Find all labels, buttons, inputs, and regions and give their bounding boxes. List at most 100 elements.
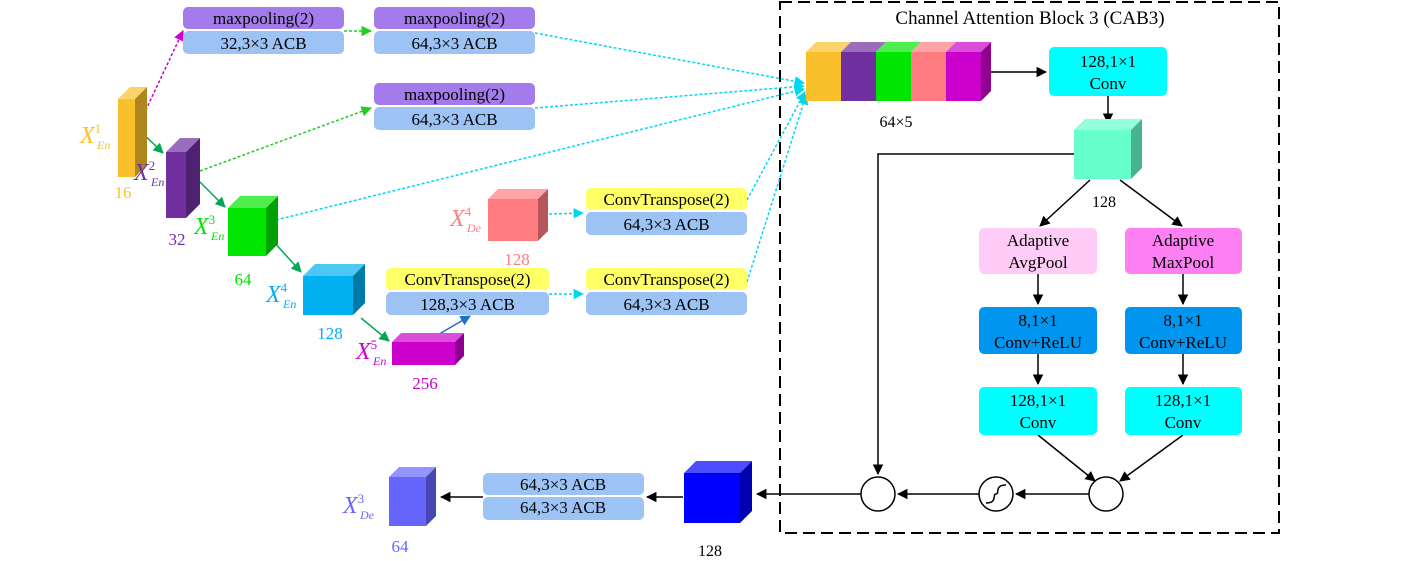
concat-slice-1 [806, 52, 841, 101]
cube-x1-en-top [118, 87, 147, 99]
relu-box-left [979, 307, 1097, 354]
label-x5-en-sup: 5 [371, 337, 378, 352]
maxpool-box [1125, 228, 1242, 274]
cube-x1-en-side [135, 87, 147, 177]
channels-x3-en: 64 [235, 270, 253, 289]
concat-side [981, 42, 991, 101]
conv128-left-text-2: Conv [1020, 413, 1057, 432]
op-pool-acb64-a-bottom [374, 31, 535, 54]
cube-x3-de [389, 467, 436, 526]
label-x4-de-base: X [449, 206, 466, 232]
label-x4-de-sup: 4 [465, 204, 472, 219]
label-x2-en-base: X [133, 160, 150, 186]
cube-feat128 [1074, 119, 1142, 179]
label-x3-en-sub: En [210, 229, 224, 243]
cube-x3-de-top [389, 467, 436, 477]
op-pool-acb64-a-top-text: maxpooling(2) [404, 9, 505, 28]
arrow-x1-pool [134, 30, 184, 134]
cube-x4-de-top [488, 189, 548, 199]
concat-slice-top-1 [806, 42, 851, 52]
cube-x4-en-side [353, 264, 365, 315]
relu-box-right [1125, 307, 1242, 354]
cube-x5-en-side [455, 333, 464, 365]
feat128-label: 128 [1092, 194, 1116, 211]
op-convt-acb128-bottom-text: 128,3×3 ACB [420, 295, 515, 314]
label-x3-en-base: X [193, 214, 210, 240]
concat-slice-top-2 [841, 42, 886, 52]
label-x4-en-sub: En [282, 297, 296, 311]
cube-x5-en-top [392, 333, 464, 342]
cube-x2-en-top [166, 138, 200, 152]
cube-x5-en [392, 333, 464, 365]
cube-feat128-side [1131, 119, 1142, 179]
cube-x1-en [118, 87, 147, 177]
concat-slice-top-5 [946, 42, 991, 52]
conv128-left-box [979, 387, 1097, 435]
label-x4-en-sup: 4 [281, 280, 288, 295]
skip-1 [534, 32, 806, 87]
label-x1-en-sub: En [96, 138, 110, 152]
concat-slice-3 [876, 52, 911, 101]
op-convt-acb64-a-top-text: ConvTranspose(2) [604, 190, 730, 209]
skip-4 [746, 91, 806, 201]
maxpool-text-1: Adaptive [1152, 231, 1214, 250]
cube-x3-en-side [266, 196, 278, 256]
op-convt-acb64-b-top-text: ConvTranspose(2) [604, 270, 730, 289]
cube-x2-en-front [166, 152, 186, 218]
channels-x3-de: 64 [392, 537, 410, 556]
op-convt-acb64-a-bottom-text: 64,3×3 ACB [623, 215, 709, 234]
concat-slice-top-4 [911, 42, 956, 52]
label-x5-en-sub: En [372, 354, 386, 368]
label-x3-en-sup: 3 [209, 212, 216, 227]
multiply-icon [860, 476, 896, 512]
conv128-right-text-1: 128,1×1 [1155, 391, 1211, 410]
label-x2-en-sub: En [150, 175, 164, 189]
channels-x4-de: 128 [504, 250, 530, 269]
cube-x4-de-side [538, 189, 548, 241]
concat-slice-top-3 [876, 42, 921, 52]
conv128-left-text-1: 128,1×1 [1010, 391, 1066, 410]
conv128-top-box [1049, 47, 1167, 96]
op-convt-acb128-top-text: ConvTranspose(2) [405, 270, 531, 289]
conv128-right-text-2: Conv [1165, 413, 1202, 432]
op-pool-acb64-a-top [374, 7, 535, 29]
op-pool-acb32-top-text: maxpooling(2) [213, 9, 314, 28]
cube-x5-en-front [392, 342, 455, 365]
op-convt-acb64-a-top [586, 188, 747, 210]
op-pool-acb64-a-bottom-text: 64,3×3 ACB [411, 34, 497, 53]
concat-slice-2 [841, 52, 876, 101]
cube-x1-en-front [118, 99, 135, 177]
conv128-right-box [1125, 387, 1242, 435]
label-x3-de-sub: De [359, 508, 375, 522]
arrow-xde4-convt [548, 208, 585, 219]
cube-x3-en-top [228, 196, 278, 208]
label-x4-de-sub: De [466, 221, 482, 235]
channels-x5-en: 256 [412, 374, 438, 393]
cube-x4-en-front [303, 276, 353, 315]
channels-x4-en: 128 [317, 324, 343, 343]
arrow-x2-x3 [199, 181, 226, 208]
maxpool-text-2: MaxPool [1152, 253, 1215, 272]
label-x1-en-base: X [79, 123, 96, 149]
arrow-conv-add-left [1037, 434, 1096, 482]
cube-feat128-top [1074, 119, 1142, 130]
cube-x4-de [488, 189, 548, 241]
out-acb-bottom-text: 64,3×3 ACB [520, 498, 606, 517]
relu-right-text-2: Conv+ReLU [1139, 333, 1227, 352]
concat-slice-4 [911, 52, 946, 101]
cube-x3-en [228, 196, 278, 256]
cube-out128-side [740, 461, 752, 523]
